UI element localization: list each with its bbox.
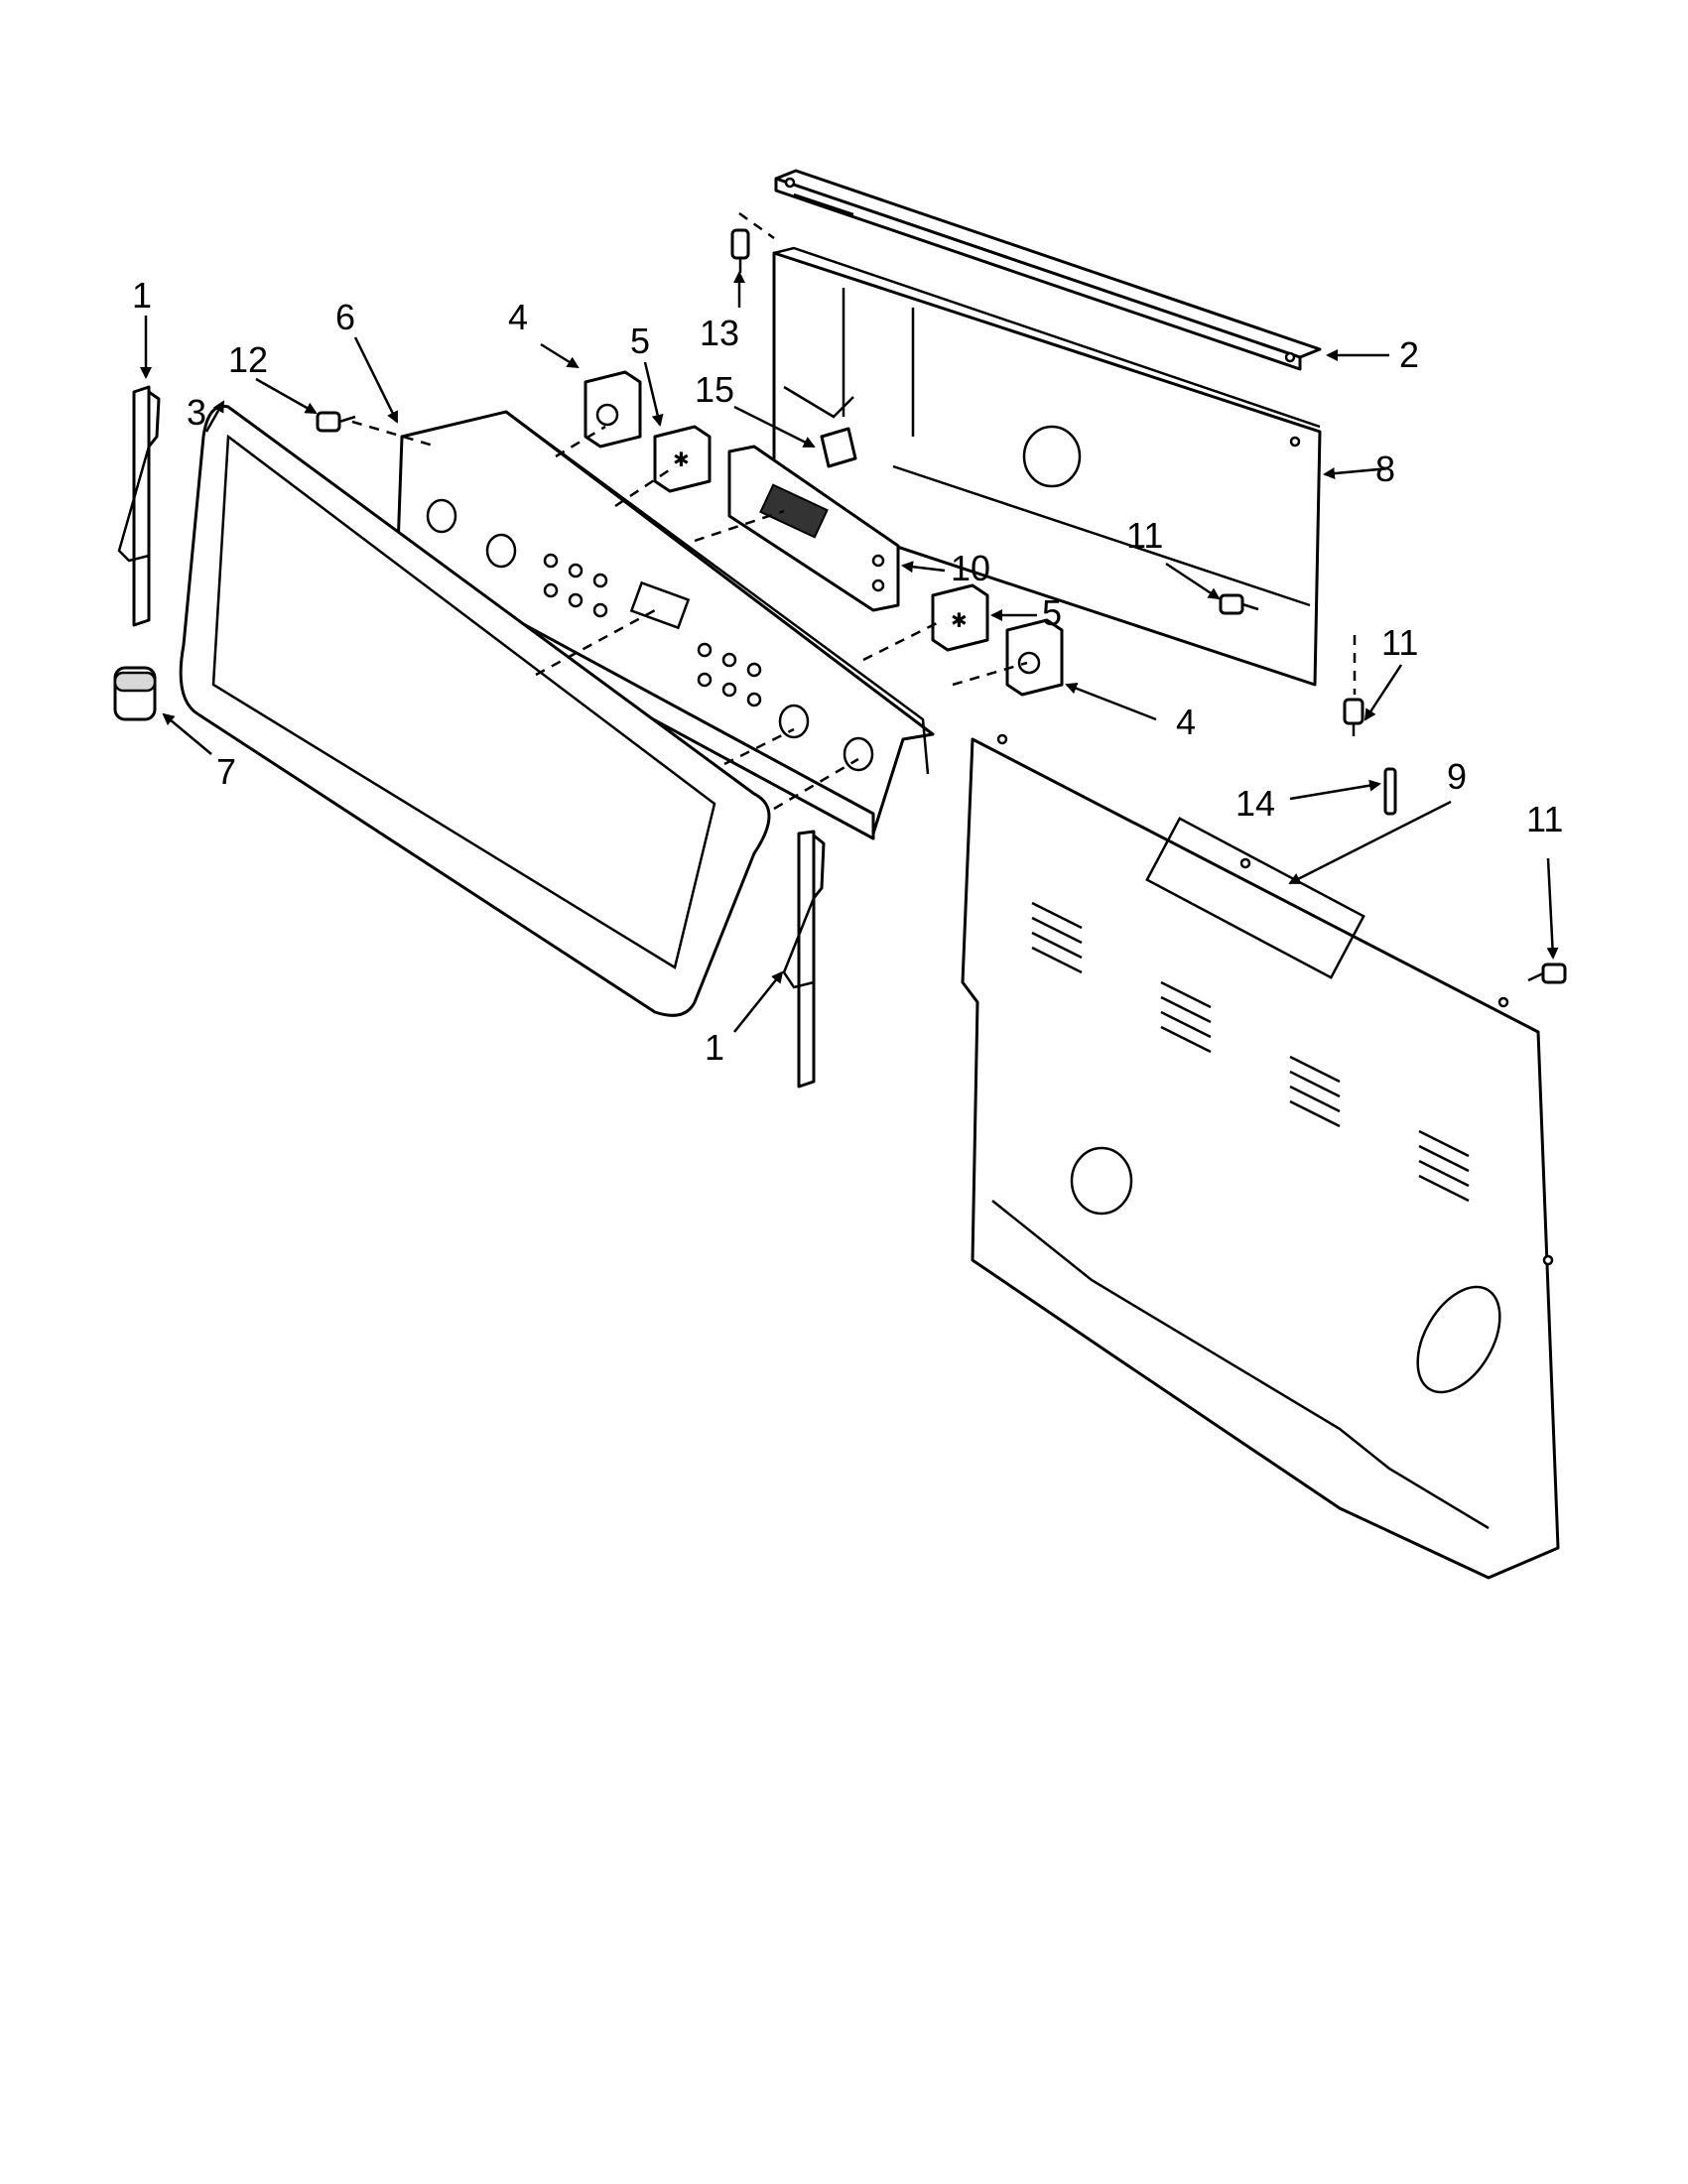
switch-part-5-lower: ✱ bbox=[931, 583, 989, 652]
callout-3: 3 bbox=[187, 392, 206, 433]
screw-part-12 bbox=[316, 411, 356, 433]
callout-14: 14 bbox=[1235, 783, 1275, 824]
callout-1-right: 1 bbox=[705, 1027, 724, 1068]
knob-part bbox=[113, 666, 157, 721]
screw-part-11-a bbox=[1219, 593, 1259, 615]
clip-part-14 bbox=[1383, 767, 1397, 816]
callout-1-left: 1 bbox=[132, 275, 152, 316]
switch-part-4-top bbox=[584, 370, 642, 449]
callout-10: 10 bbox=[951, 548, 990, 588]
callout-7: 7 bbox=[216, 751, 236, 792]
callout-11-mid: 11 bbox=[1126, 515, 1163, 556]
callout-4-lower: 4 bbox=[1176, 702, 1196, 742]
rear-panel-part bbox=[961, 733, 1560, 1580]
screw-part-13 bbox=[730, 228, 750, 273]
screw-part-11-c bbox=[1527, 963, 1567, 984]
callout-11-far: 11 bbox=[1526, 799, 1563, 839]
callout-12: 12 bbox=[228, 339, 268, 380]
callout-5-top: 5 bbox=[630, 321, 650, 361]
clip-part-15 bbox=[820, 427, 857, 468]
leader-arrows bbox=[140, 271, 1559, 1033]
callout-13: 13 bbox=[700, 313, 739, 353]
callout-15: 15 bbox=[695, 369, 734, 410]
callout-8: 8 bbox=[1375, 449, 1395, 489]
switch-part-4-lower bbox=[1005, 618, 1064, 697]
callout-6: 6 bbox=[335, 297, 355, 337]
callout-9: 9 bbox=[1447, 756, 1467, 797]
switch-part-5-top: ✱ bbox=[653, 425, 712, 493]
assembly-lines bbox=[351, 211, 1357, 811]
trim-part bbox=[179, 404, 771, 1017]
screw-part-11-b bbox=[1343, 698, 1364, 736]
control-board-part bbox=[727, 445, 900, 612]
callout-4-top: 4 bbox=[508, 297, 528, 337]
svg-text:✱: ✱ bbox=[951, 608, 968, 632]
side-bracket-right-part bbox=[782, 830, 826, 1089]
side-bracket-left-part bbox=[117, 385, 161, 627]
top-rail-part bbox=[774, 169, 1322, 371]
back-bracket-part bbox=[772, 246, 1322, 687]
callout-labels: 1 12 3 6 4 5 13 15 2 8 11 10 5 4 11 14 9… bbox=[132, 275, 1563, 1068]
callout-2: 2 bbox=[1399, 334, 1419, 375]
svg-text:✱: ✱ bbox=[673, 448, 690, 471]
callout-11-right: 11 bbox=[1381, 622, 1418, 663]
callout-5-lower: 5 bbox=[1042, 592, 1062, 633]
